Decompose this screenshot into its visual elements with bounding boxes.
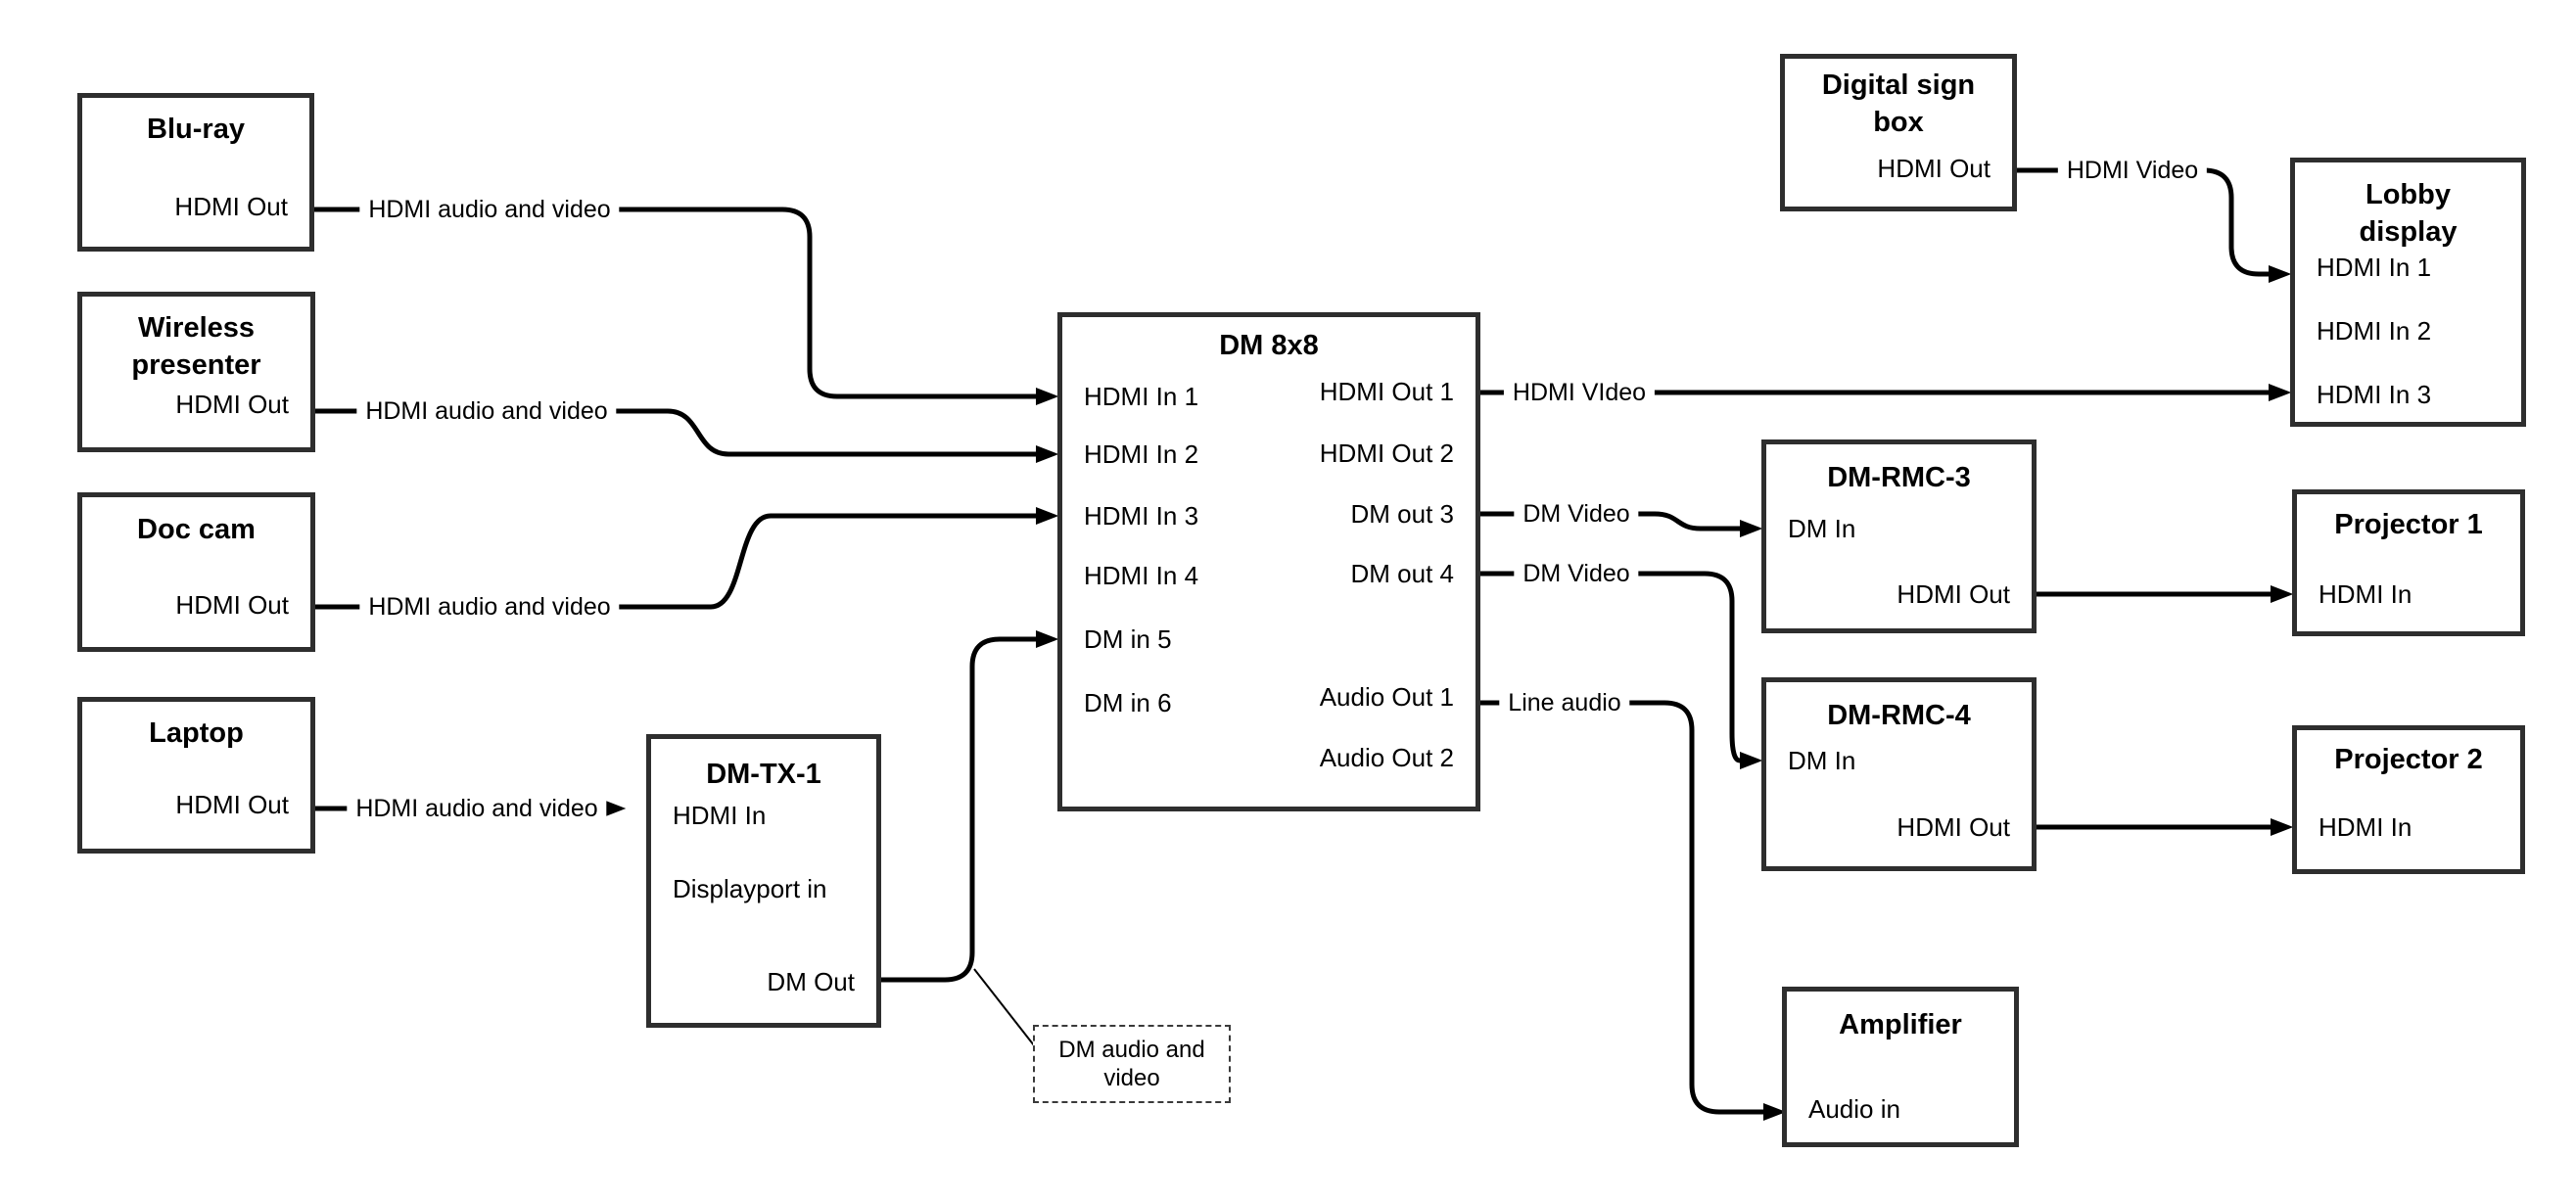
- node-title: Amplifier: [1839, 1009, 1962, 1040]
- node-doc-cam: Doc cam HDMI Out: [77, 492, 315, 652]
- edge-dm8x8-audio1-to-amp: [1480, 700, 1787, 1121]
- node-dm-tx-1: DM-TX-1 HDMI In Displayport in DM Out: [646, 734, 881, 1028]
- port-audio-in: Audio in: [1808, 1094, 1900, 1124]
- port-hdmi-in-2: HDMI In 2: [1084, 439, 1199, 469]
- port-hdmi-in: HDMI In: [673, 801, 767, 830]
- port-hdmi-out-2: HDMI Out 2: [1319, 439, 1454, 468]
- port-audio-out-1: Audio Out 1: [1319, 682, 1454, 712]
- node-title: Wireless presenter: [131, 312, 261, 381]
- port-dm-in-5: DM in 5: [1084, 624, 1172, 654]
- port-hdmi-in-3: HDMI In 3: [1084, 501, 1199, 531]
- node-title: Lobby display: [2359, 179, 2458, 248]
- port-hdmi-out: HDMI Out: [174, 192, 288, 221]
- edge-label-hdmi-av-bluray: HDMI audio and video: [359, 195, 620, 224]
- port-dm-in: DM In: [1788, 746, 1856, 775]
- edge-bluray-to-dm8x8-in1: [314, 207, 1059, 405]
- port-dm-in-6: DM in 6: [1084, 688, 1172, 717]
- port-hdmi-in-4: HDMI In 4: [1084, 561, 1199, 590]
- edge-label-line-audio: Line audio: [1499, 688, 1630, 717]
- edge-sign-to-lobby-in1: [2017, 167, 2292, 283]
- port-hdmi-out: HDMI Out: [175, 590, 289, 620]
- port-audio-out-2: Audio Out 2: [1319, 743, 1454, 772]
- node-laptop: Laptop HDMI Out: [77, 697, 315, 854]
- edge-label-hdmi-video-out1: HDMI VIdeo: [1503, 378, 1656, 407]
- port-dm-in: DM In: [1788, 514, 1856, 543]
- node-title: Laptop: [149, 717, 244, 749]
- node-title: Doc cam: [137, 514, 256, 545]
- port-hdmi-out: HDMI Out: [175, 790, 289, 819]
- node-blu-ray: Blu-ray HDMI Out: [77, 93, 314, 252]
- port-hdmi-in-1: HDMI In 1: [1084, 382, 1199, 411]
- node-projector-1: Projector 1 HDMI In: [2292, 489, 2525, 636]
- node-title: DM-TX-1: [706, 759, 821, 790]
- node-dm-rmc-3: DM-RMC-3 DM In HDMI Out: [1761, 439, 2037, 633]
- port-hdmi-out: HDMI Out: [175, 390, 289, 419]
- node-dm-8x8: DM 8x8 HDMI In 1 HDMI In 2 HDMI In 3 HDM…: [1057, 312, 1480, 811]
- note-leader-line: [973, 968, 1035, 1046]
- node-digital-sign-box: Digital sign box HDMI Out: [1780, 54, 2017, 211]
- edge-wireless-to-dm8x8-in2: [315, 408, 1059, 463]
- node-title: Projector 1: [2334, 509, 2483, 540]
- edge-label-dm-video-out4: DM Video: [1514, 559, 1639, 588]
- note-dm-audio-video: DM audio and video: [1033, 1025, 1231, 1103]
- node-title: Projector 2: [2334, 744, 2483, 775]
- edge-label-hdmi-av-laptop: HDMI audio and video: [347, 794, 607, 823]
- node-title: DM 8x8: [1219, 330, 1319, 361]
- port-dm-out-4: DM out 4: [1350, 559, 1455, 588]
- port-hdmi-out: HDMI Out: [1897, 579, 2010, 609]
- port-hdmi-in-3: HDMI In 3: [2317, 380, 2432, 409]
- port-dm-out: DM Out: [767, 967, 855, 996]
- port-hdmi-out-1: HDMI Out 1: [1319, 377, 1454, 406]
- edge-label-hdmi-video-sign: HDMI Video: [2057, 156, 2208, 185]
- port-displayport-in: Displayport in: [673, 874, 827, 903]
- edge-doccam-to-dm8x8-in3: [315, 507, 1059, 610]
- node-amplifier: Amplifier Audio in: [1782, 987, 2019, 1147]
- port-hdmi-in-1: HDMI In 1: [2317, 253, 2432, 282]
- note-text: DM audio and video: [1058, 1037, 1205, 1091]
- node-title: Blu-ray: [147, 114, 245, 145]
- port-hdmi-out: HDMI Out: [1897, 812, 2010, 842]
- port-hdmi-in: HDMI In: [2318, 579, 2412, 609]
- node-projector-2: Projector 2 HDMI In: [2292, 725, 2525, 874]
- edge-label-hdmi-av-wireless: HDMI audio and video: [356, 396, 617, 426]
- edge-dmtx1-to-dm8x8-in5: [881, 630, 1059, 983]
- node-title: DM-RMC-3: [1827, 462, 1971, 493]
- node-wireless-presenter: Wireless presenter HDMI Out: [77, 292, 315, 452]
- port-dm-out-3: DM out 3: [1350, 499, 1455, 529]
- edge-dm8x8-out3-to-rmc3: [1480, 511, 1763, 537]
- node-title: DM-RMC-4: [1827, 700, 1971, 731]
- node-lobby-display: Lobby display HDMI In 1 HDMI In 2 HDMI I…: [2290, 158, 2526, 427]
- edge-dm8x8-out4-to-rmc4: [1480, 571, 1763, 769]
- node-title: Digital sign box: [1821, 69, 1976, 138]
- port-hdmi-in: HDMI In: [2318, 812, 2412, 842]
- port-hdmi-out: HDMI Out: [1877, 154, 1991, 183]
- edge-label-hdmi-av-doccam: HDMI audio and video: [359, 592, 620, 622]
- node-dm-rmc-4: DM-RMC-4 DM In HDMI Out: [1761, 677, 2037, 871]
- port-hdmi-in-2: HDMI In 2: [2317, 316, 2432, 346]
- edge-label-dm-video-out3: DM Video: [1514, 499, 1639, 529]
